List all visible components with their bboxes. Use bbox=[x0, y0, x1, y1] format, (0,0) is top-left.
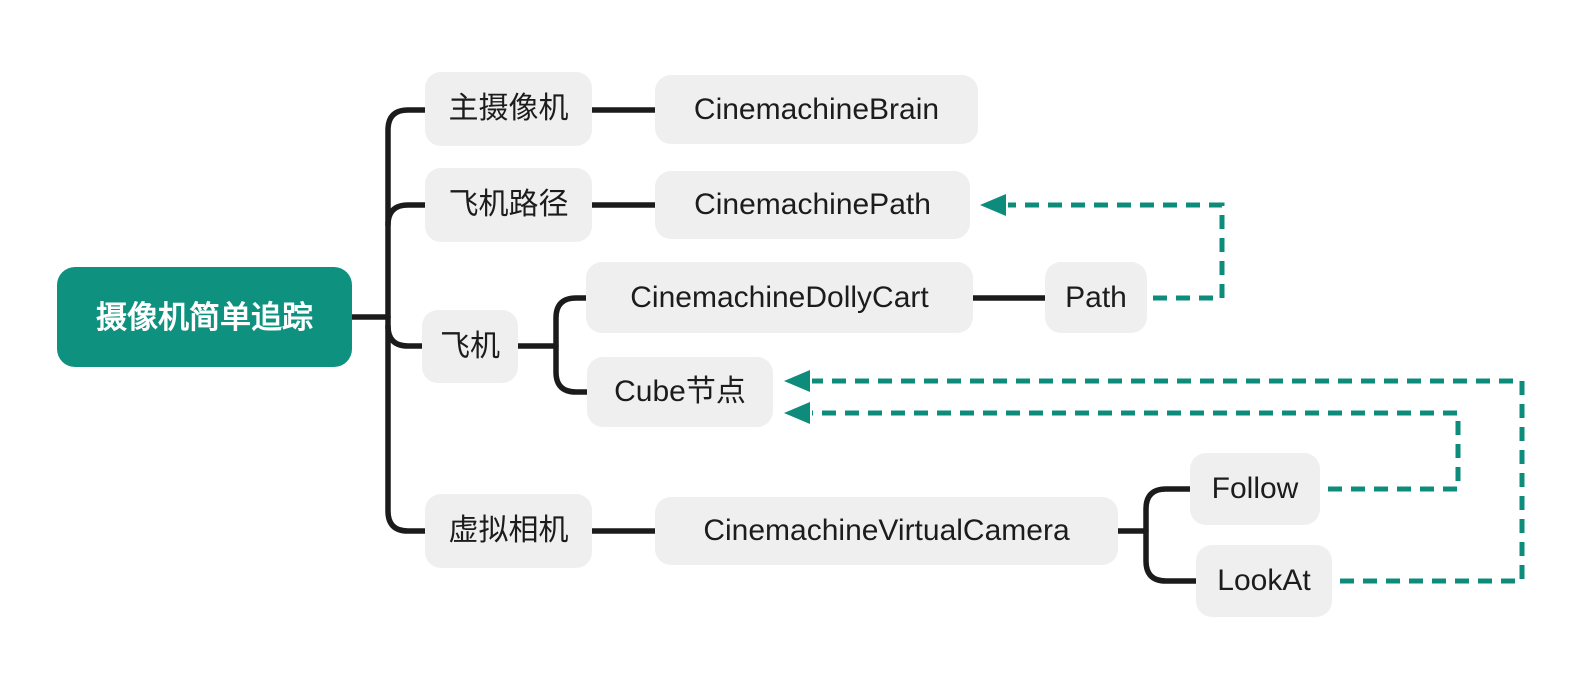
relationship-links bbox=[812, 202, 1525, 584]
tree-connector-trunk-down bbox=[385, 314, 428, 534]
tree-connector-vcam-bracket bbox=[1143, 486, 1199, 584]
mindmap-node-cinemachine-dolly-cart[interactable]: CinemachineDollyCart bbox=[586, 262, 973, 333]
arrowhead-to-cubenode-lower-icon bbox=[784, 402, 810, 424]
mindmap-node-virtual-camera[interactable]: 虚拟相机 bbox=[425, 494, 592, 568]
mindmap-node-cube-node[interactable]: Cube节点 bbox=[587, 357, 773, 427]
arrowhead-to-cinemachinepath-icon bbox=[980, 194, 1006, 216]
tree-connector-plane-bracket bbox=[553, 295, 590, 395]
mindmap-node-cinemachine-path[interactable]: CinemachinePath bbox=[655, 171, 970, 239]
tree-connector-plane-elbow bbox=[385, 323, 425, 349]
tree-connectors bbox=[349, 107, 1199, 584]
tree-connector-plane-path-elbow bbox=[385, 202, 428, 228]
tree-connector-trunk-up bbox=[385, 107, 428, 320]
mindmap-node-main-camera[interactable]: 主摄像机 bbox=[425, 72, 592, 146]
mindmap-node-follow[interactable]: Follow bbox=[1190, 453, 1320, 525]
arrowhead-to-cubenode-upper-icon bbox=[784, 370, 810, 392]
mindmap-node-plane[interactable]: 飞机 bbox=[422, 310, 518, 383]
relationship-link-lookat-to-cubenode[interactable] bbox=[812, 378, 1525, 584]
mindmap-node-cinemachine-virtual-camera[interactable]: CinemachineVirtualCamera bbox=[655, 497, 1118, 565]
mindmap-node-cinemachine-brain[interactable]: CinemachineBrain bbox=[655, 75, 978, 144]
mindmap-node-path[interactable]: Path bbox=[1045, 262, 1147, 333]
relationship-arrowheads bbox=[784, 194, 1006, 424]
mindmap-node-root[interactable]: 摄像机简单追踪 bbox=[57, 267, 352, 367]
mindmap-node-plane-path[interactable]: 飞机路径 bbox=[425, 168, 592, 242]
relationship-link-path-to-cinemachinepath[interactable] bbox=[1008, 202, 1225, 301]
relationship-link-follow-to-cubenode[interactable] bbox=[812, 410, 1461, 492]
mindmap-node-lookat[interactable]: LookAt bbox=[1196, 545, 1332, 617]
